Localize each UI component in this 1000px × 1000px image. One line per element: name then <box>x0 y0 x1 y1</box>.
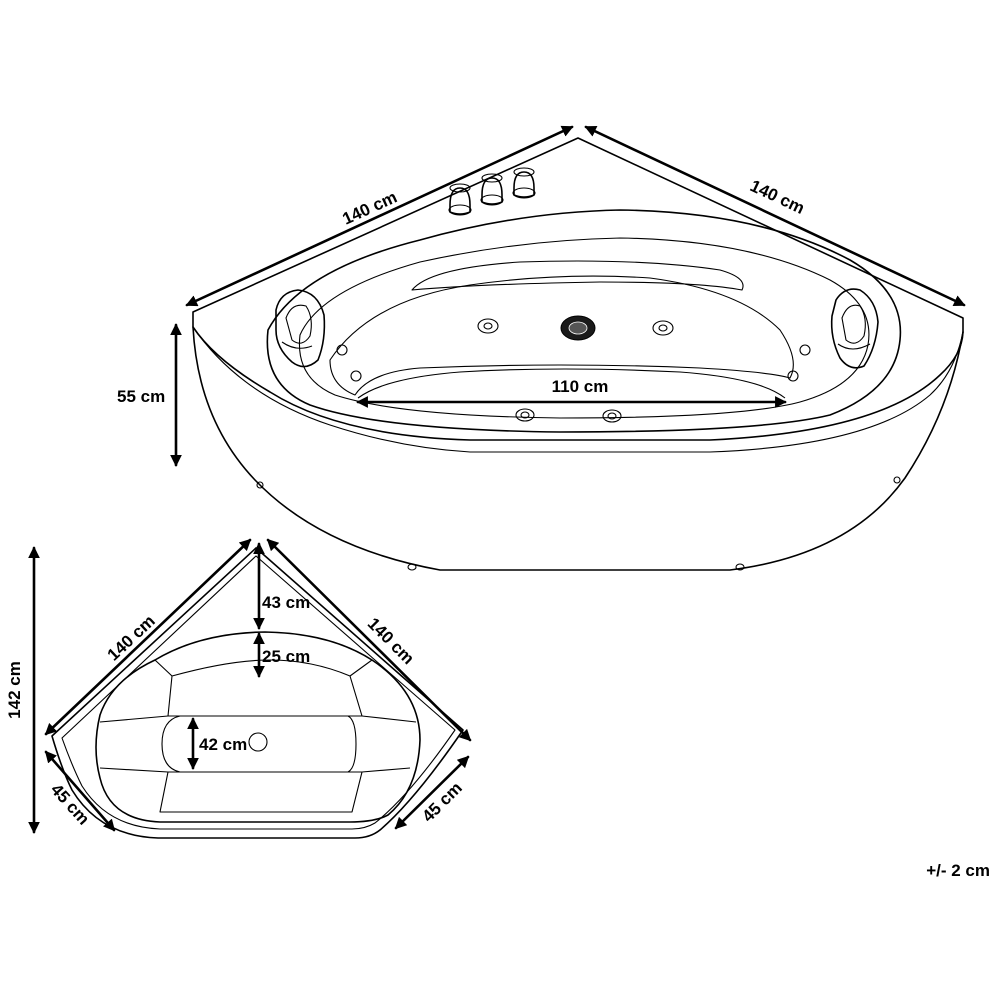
perspective-tub <box>192 137 964 571</box>
plan-tub <box>51 547 464 839</box>
dim-plan-right <box>266 538 472 742</box>
label-inner-width: 110 cm <box>552 377 609 396</box>
perspective-dimensions: 140 cm 140 cm 55 cm 110 cm <box>117 125 966 467</box>
tap-controls <box>448 167 536 216</box>
floor-front <box>357 368 786 399</box>
dim-plan-left-front <box>44 750 116 832</box>
plan-outer-outline <box>51 547 464 839</box>
label-plan-right-front: 45 cm <box>418 778 466 826</box>
plan-segment-line <box>349 659 373 677</box>
apron-screw-icon <box>407 563 417 571</box>
headrest-right <box>830 288 879 369</box>
drain-icon <box>560 315 596 341</box>
plan-segment-line <box>99 715 169 723</box>
plan-segment-line <box>361 715 417 723</box>
jet-icons <box>336 318 811 423</box>
label-plan-left: 140 cm <box>104 611 159 664</box>
apron-screw-icon <box>735 563 745 571</box>
plan-drain-icon <box>248 732 268 752</box>
dim-plan-left <box>44 538 252 736</box>
label-basin-depth: 42 cm <box>199 735 247 754</box>
tub-rim-outline <box>192 137 964 441</box>
dim-top-right <box>584 125 966 307</box>
plan-seat-upper <box>167 659 363 717</box>
plan-segment-line <box>361 767 411 773</box>
tub-rim-front <box>192 326 964 453</box>
apron-screw-icon <box>893 476 901 484</box>
plan-seat-lower <box>159 771 363 813</box>
label-seat-depth: 25 cm <box>262 647 310 666</box>
label-top-right: 140 cm <box>747 176 807 218</box>
plan-segment-line <box>154 659 173 677</box>
dim-top-left <box>185 125 574 307</box>
label-plan-depth: 142 cm <box>5 661 24 719</box>
label-depth-to-basin: 43 cm <box>262 593 310 612</box>
plan-floor <box>161 715 357 773</box>
label-height: 55 cm <box>117 387 165 406</box>
tolerance-note: +/- 2 cm <box>926 861 990 880</box>
apron-screw-icon <box>256 481 264 489</box>
dim-plan-right-front <box>394 755 470 830</box>
plan-segment-line <box>99 767 169 773</box>
tub-apron <box>192 326 964 571</box>
